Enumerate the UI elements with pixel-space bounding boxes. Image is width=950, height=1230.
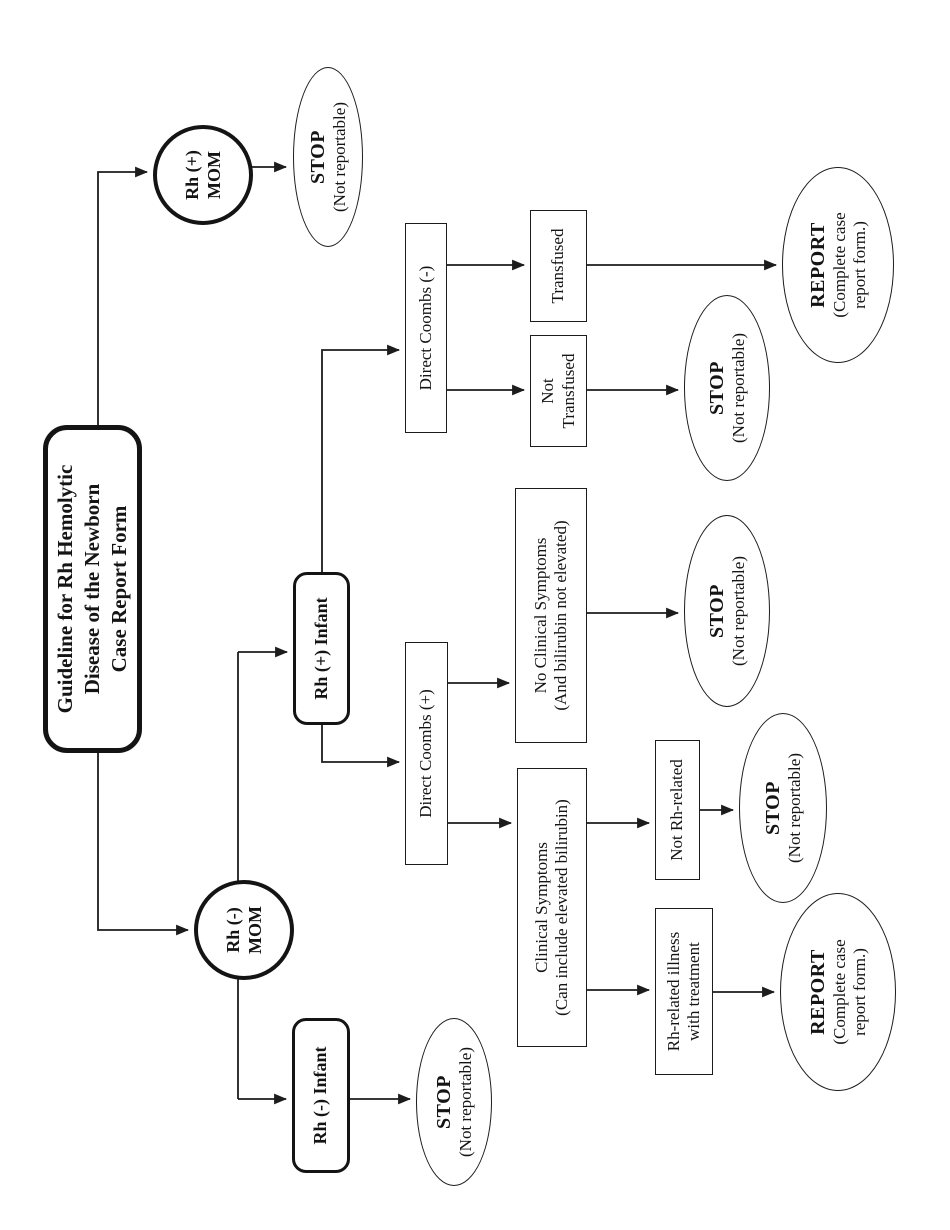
node-label: Transfused [558,353,578,429]
node-label: MOM [245,906,265,954]
node-label: Clinical Symptoms [531,842,551,973]
stop-sublabel: (Not reportable) [329,102,349,212]
node-rh-related-illness: Rh-related illness with treatment [655,908,713,1075]
report-sublabel: report form.) [849,948,869,1036]
node-label: Not Rh-related [667,759,687,861]
terminal-stop-not-rh-related: STOP (Not reportable) [739,713,827,903]
terminal-stop-not-transfused: STOP (Not reportable) [684,295,770,481]
node-label: No Clinical Symptoms [530,537,550,694]
title-line: Disease of the Newborn [79,483,104,695]
report-label: REPORT [806,949,829,1035]
node-label: (And bilirubin not elevated) [551,520,570,711]
title-line: Guideline for Rh Hemolytic [52,464,77,714]
title-line: Case Report Form [107,505,132,673]
report-sublabel: (Complete case [829,212,849,318]
stop-sublabel: (Not reportable) [784,753,804,863]
node-rh-pos-infant: Rh (+) Infant [293,572,350,725]
node-not-transfused: Not Transfused [530,335,587,447]
node-label: (Can include elevated bilirubin) [552,799,571,1016]
node-not-rh-related: Not Rh-related [655,740,700,880]
node-label: MOM [204,151,224,199]
node-clinical-symptoms: Clinical Symptoms (Can include elevated … [517,768,587,1047]
stop-sublabel: (Not reportable) [728,556,748,666]
report-sublabel: (Complete case [829,939,849,1045]
node-label: Rh (+) Infant [310,597,331,700]
stop-label: STOP [705,361,728,415]
terminal-stop-rh-neg-infant: STOP (Not reportable) [416,1018,492,1186]
node-label: with treatment [684,942,703,1041]
stop-sublabel: (Not reportable) [455,1047,475,1157]
node-direct-coombs-positive: Direct Coombs (+) [405,642,448,865]
node-label: Direct Coombs (+) [416,689,436,818]
stop-label: STOP [306,130,329,184]
node-direct-coombs-negative: Direct Coombs (-) [405,223,447,433]
node-rh-pos-mom: Rh (+) MOM [153,125,253,225]
node-transfused: Transfused [530,210,587,322]
title-box: Guideline for Rh Hemolytic Disease of th… [43,425,142,753]
terminal-report-transfused: REPORT (Complete case report form.) [782,167,894,363]
node-label: Transfused [548,228,568,304]
terminal-stop-rh-pos-mom: STOP (Not reportable) [293,67,363,247]
report-sublabel: report form.) [849,221,869,309]
node-label: Direct Coombs (-) [415,265,435,391]
node-label: Not [538,378,558,404]
node-label: Rh (+) [181,150,202,200]
node-no-clinical-symptoms: No Clinical Symptoms (And bilirubin not … [515,488,587,743]
stop-label: STOP [761,781,784,835]
terminal-stop-no-clinical: STOP (Not reportable) [684,515,770,707]
report-label: REPORT [806,222,829,308]
terminal-report-rh-related-illness: REPORT (Complete case report form.) [780,893,896,1091]
node-label: Rh (-) Infant [310,1046,331,1145]
stop-label: STOP [705,584,728,638]
stop-sublabel: (Not reportable) [728,333,748,443]
node-label: Rh (-) [222,907,243,953]
stop-label: STOP [432,1075,455,1129]
node-rh-neg-mom: Rh (-) MOM [194,880,294,980]
node-rh-neg-infant: Rh (-) Infant [292,1018,350,1173]
node-label: Rh-related illness [663,931,683,1052]
